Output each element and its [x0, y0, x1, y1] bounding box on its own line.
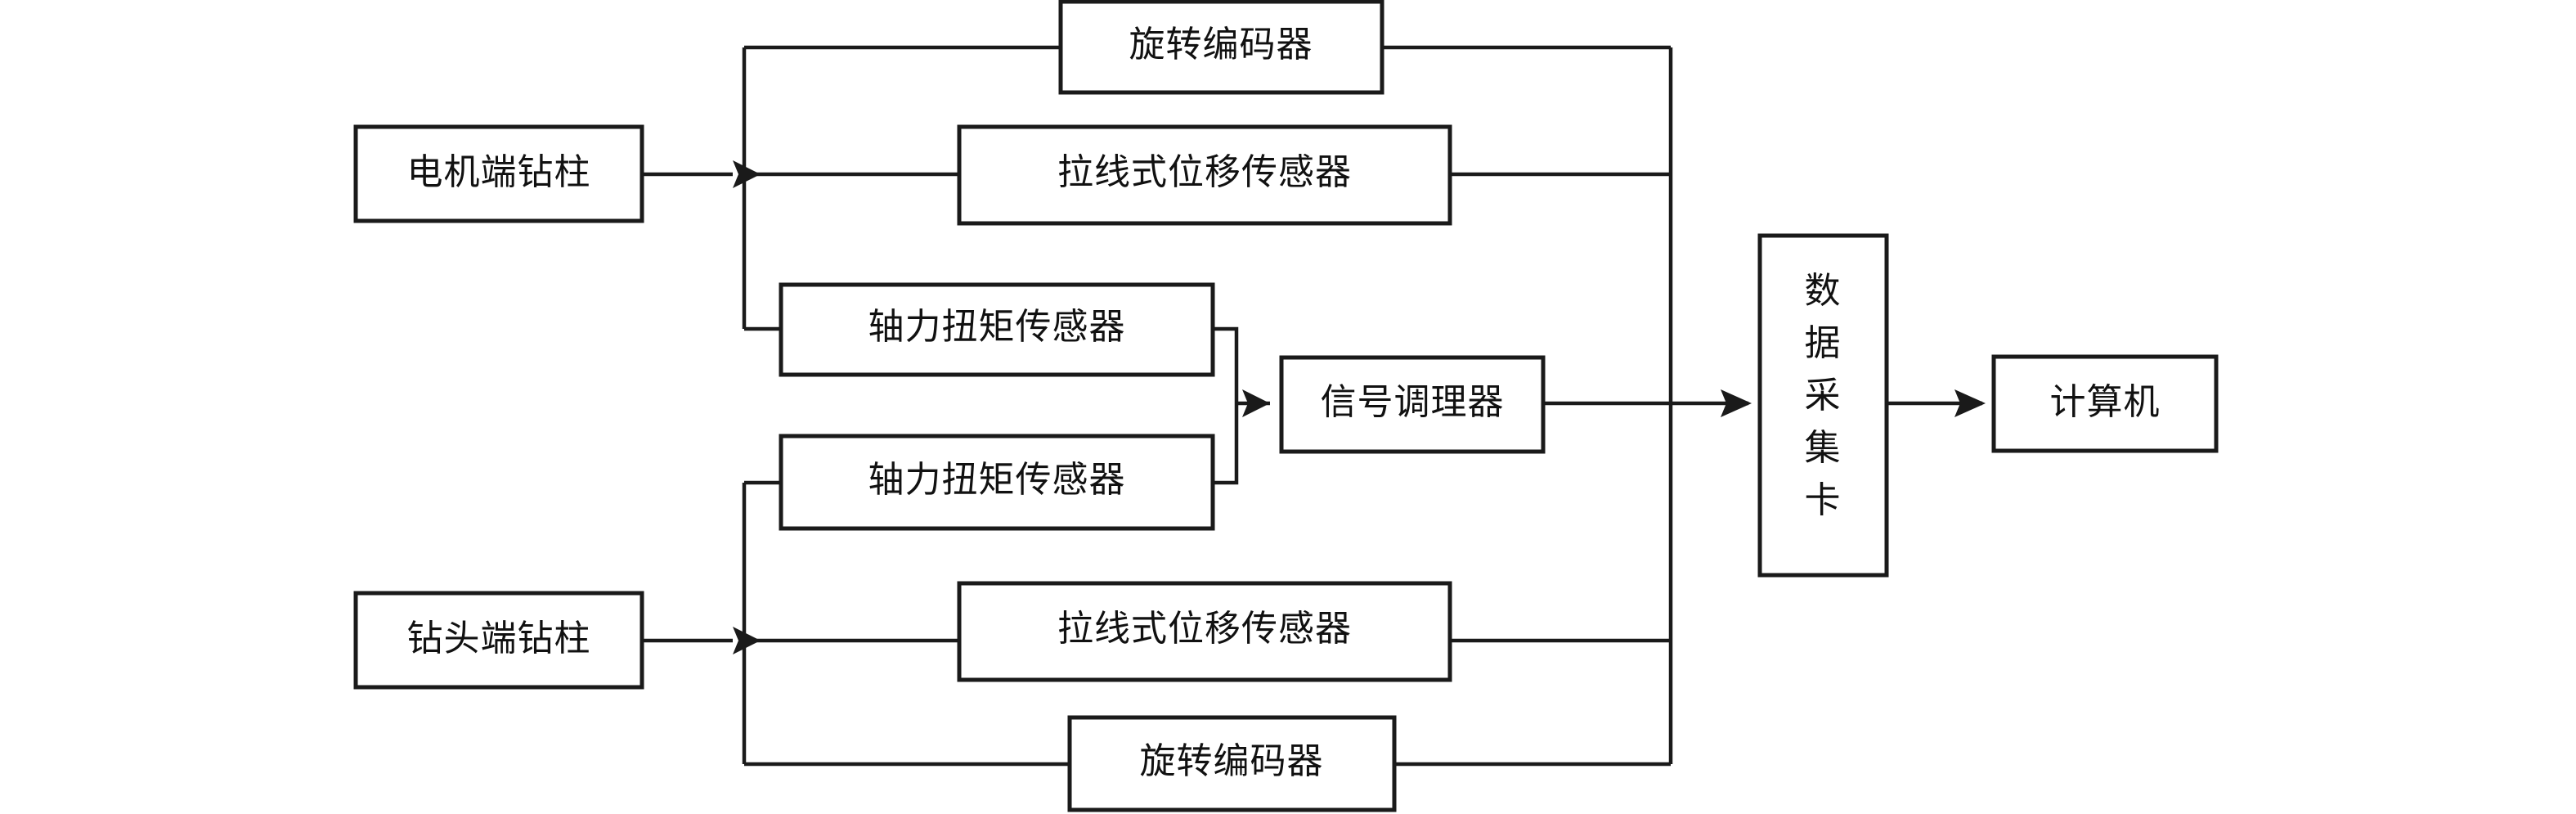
node-label-data-acquisition-card-char-4: 卡 [1805, 480, 1842, 520]
node-label-rotary-encoder-top: 旋转编码器 [1129, 25, 1313, 65]
node-label-rotary-encoder-bottom: 旋转编码器 [1140, 741, 1324, 781]
node-label-signal-conditioner: 信号调理器 [1321, 382, 1505, 422]
node-axial-force-torque-sensor-bottom[interactable]: 轴力扭矩传感器 [779, 434, 1215, 531]
node-label-computer: 计算机 [2050, 382, 2161, 422]
node-label-pull-wire-displacement-sensor-top: 拉线式位移传感器 [1057, 152, 1352, 192]
node-bit-end-drill-string[interactable]: 钻头端钻柱 [353, 591, 644, 690]
node-label-bit-end-drill-string: 钻头端钻柱 [407, 618, 591, 659]
node-label-data-acquisition-card-char-2: 采 [1805, 376, 1842, 416]
node-label-axial-force-torque-sensor-bottom: 轴力扭矩传感器 [868, 460, 1126, 500]
node-computer[interactable]: 计算机 [1991, 354, 2219, 453]
right-bus [1382, 45, 1673, 767]
edge-torque-to-conditioner [1213, 326, 1270, 485]
node-label-axial-force-torque-sensor-top: 轴力扭矩传感器 [868, 307, 1126, 347]
node-label-data-acquisition-card-char-1: 据 [1805, 323, 1842, 363]
edge-bit-to-bus [642, 627, 761, 654]
node-pull-wire-displacement-sensor-bottom[interactable]: 拉线式位移传感器 [957, 581, 1452, 682]
left-bus-top [742, 45, 1061, 331]
node-rotary-encoder-top[interactable]: 旋转编码器 [1058, 0, 1384, 95]
node-pull-wire-displacement-sensor-top[interactable]: 拉线式位移传感器 [957, 124, 1452, 226]
node-label-motor-end-drill-string: 电机端钻柱 [407, 152, 591, 192]
node-label-data-acquisition-card-char-0: 数 [1805, 271, 1842, 311]
edge-conditioner-to-daq [1543, 389, 1752, 417]
node-signal-conditioner[interactable]: 信号调理器 [1279, 355, 1546, 454]
left-bus-bottom [742, 480, 1070, 767]
node-data-acquisition-card[interactable]: 数 据 采 集 卡 [1757, 233, 1889, 578]
edge-daq-to-computer [1887, 389, 1986, 417]
node-rotary-encoder-bottom[interactable]: 旋转编码器 [1067, 715, 1397, 812]
edge-motor-to-bus [642, 160, 761, 188]
node-motor-end-drill-string[interactable]: 电机端钻柱 [353, 124, 644, 223]
node-label-pull-wire-displacement-sensor-bottom: 拉线式位移传感器 [1057, 609, 1352, 649]
node-axial-force-torque-sensor-top[interactable]: 轴力扭矩传感器 [779, 282, 1215, 377]
node-label-data-acquisition-card-char-3: 集 [1805, 428, 1842, 468]
